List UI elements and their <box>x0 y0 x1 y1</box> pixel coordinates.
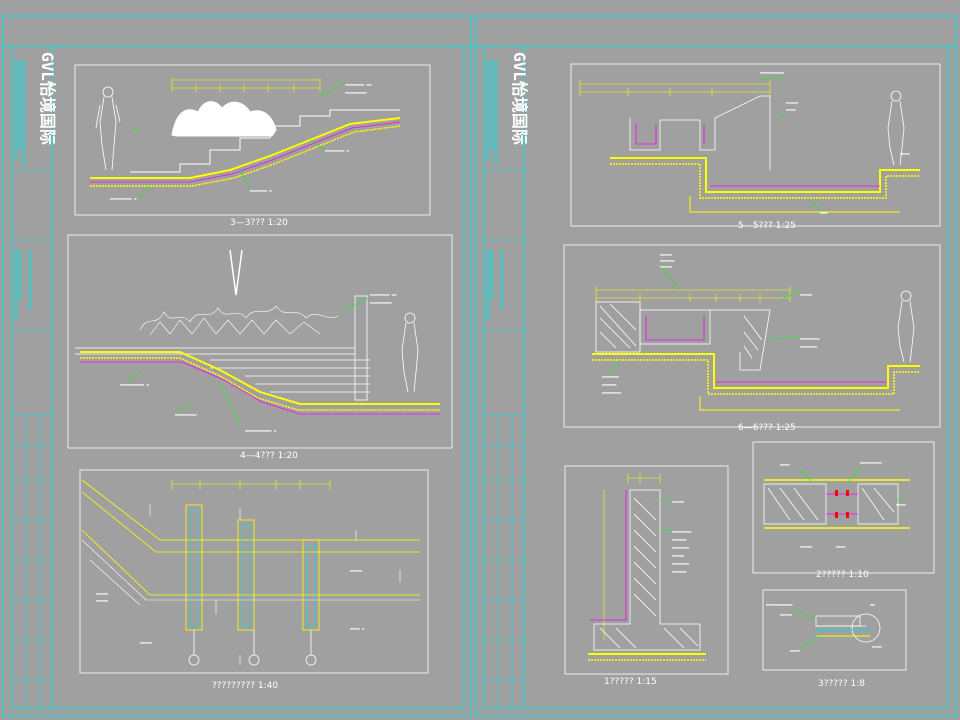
svg-text:▬▬▬▬▬: ▬▬▬▬▬ <box>96 591 109 596</box>
plan-view: ▬▬▬▬▬ ▬▬▬▬▬ ▬▬▬▬▬ ▬▬▬▬ ▬ ▬▬▬▬▬ ?????????… <box>79 469 429 691</box>
svg-text:▬▬▬▬▬: ▬▬▬▬▬ <box>800 292 813 297</box>
caption-3-3: 3—3??? 1:20 <box>230 218 288 228</box>
svg-text:▬▬: ▬▬ <box>870 602 875 607</box>
section-4-4: ▬▬▬▬▬▬▬▬ ▬▬ ▬▬▬▬▬▬▬▬▬ ▬▬▬▬▬▬▬▬▬▬ ▬ ▬▬▬▬▬… <box>67 234 453 461</box>
title-block-left: GVL怡境国际 <box>11 45 57 709</box>
svg-text:▬▬▬▬▬: ▬▬▬▬▬ <box>672 553 685 558</box>
svg-text:▬▬▬▬▬: ▬▬▬▬▬ <box>800 544 813 549</box>
svg-text:▬▬▬▬: ▬▬▬▬ <box>896 502 906 507</box>
detail-1: ▬▬▬▬▬ ▬▬▬▬▬▬▬▬ ▬▬▬▬▬▬ ▬▬▬▬▬▬▬ ▬▬▬▬▬ ▬▬▬▬… <box>564 465 729 687</box>
title-block-right: GVL怡境国际 <box>483 45 529 709</box>
section-3-3: ▬▬▬▬▬▬▬▬ ▬▬ ▬▬▬▬▬▬▬▬▬ ▬▬▬▬▬▬▬▬ ▬ ▬▬▬▬▬▬▬… <box>74 64 431 228</box>
svg-text:▬▬▬▬▬▬: ▬▬▬▬▬▬ <box>672 569 687 574</box>
section-5-5: ▬▬▬▬▬▬▬▬▬▬ ▬▬▬▬▬ ▬▬▬▬ ▬▬▬ ▬▬▬▬ 5—5??? 1:… <box>570 63 941 231</box>
logo-left: GVL怡境国际 <box>38 52 57 145</box>
svg-text:▬▬▬▬▬▬▬: ▬▬▬▬▬▬▬ <box>800 344 817 349</box>
svg-text:▬▬▬▬▬: ▬▬▬▬▬ <box>786 100 799 105</box>
svg-text:▬▬▬: ▬▬▬ <box>820 210 828 215</box>
svg-text:▬▬▬▬▬: ▬▬▬▬▬ <box>140 640 153 645</box>
caption-plan: ????????? 1:40 <box>212 681 278 691</box>
caption-detail-2: 2????? 1:10 <box>816 570 869 580</box>
svg-text:▬▬▬▬: ▬▬▬▬ <box>872 644 882 649</box>
svg-text:▬▬▬▬▬▬▬▬▬▬▬: ▬▬▬▬▬▬▬▬▬▬▬ <box>766 602 793 607</box>
sheet-frames <box>2 15 957 717</box>
svg-text:▬▬▬▬▬: ▬▬▬▬▬ <box>350 568 363 573</box>
caption-5-5: 5—5??? 1:25 <box>738 221 796 231</box>
svg-text:▬▬▬▬▬▬▬▬▬: ▬▬▬▬▬▬▬▬▬ <box>860 460 882 465</box>
svg-text:▬▬▬▬▬▬: ▬▬▬▬▬▬ <box>660 258 675 263</box>
svg-text:▬▬▬▬▬: ▬▬▬▬▬ <box>96 598 109 603</box>
logo-right: GVL怡境国际 <box>510 52 529 145</box>
svg-text:▬▬▬▬▬▬▬▬▬ ▬: ▬▬▬▬▬▬▬▬▬ ▬ <box>110 196 137 201</box>
svg-text:▬▬▬▬▬▬▬▬▬▬ ▬: ▬▬▬▬▬▬▬▬▬▬ ▬ <box>120 382 149 387</box>
svg-text:▬▬▬▬▬▬▬: ▬▬▬▬▬▬▬ <box>672 561 689 566</box>
svg-text:▬▬▬▬▬▬▬: ▬▬▬▬▬▬▬ <box>602 374 619 379</box>
svg-text:▬▬▬▬▬▬▬▬▬: ▬▬▬▬▬▬▬▬▬ <box>345 90 367 95</box>
svg-text:▬▬▬▬▬▬▬▬▬▬: ▬▬▬▬▬▬▬▬▬▬ <box>760 70 785 75</box>
svg-text:▬▬▬▬ ▬: ▬▬▬▬ ▬ <box>350 626 365 631</box>
svg-text:▬▬▬▬▬▬▬▬: ▬▬▬▬▬▬▬▬ <box>672 529 692 534</box>
svg-text:▬▬▬▬▬▬▬▬▬: ▬▬▬▬▬▬▬▬▬ <box>370 300 392 305</box>
section-6-6: ▬▬▬▬▬ ▬▬▬▬▬▬ ▬▬▬▬▬ ▬▬▬▬▬ ▬▬▬▬▬▬▬▬ ▬▬▬▬▬▬… <box>563 244 941 433</box>
caption-4-4: 4—4??? 1:20 <box>240 451 298 461</box>
svg-text:▬▬▬▬▬: ▬▬▬▬▬ <box>660 252 673 257</box>
caption-6-6: 6—6??? 1:25 <box>738 423 796 433</box>
svg-text:▬▬▬▬: ▬▬▬▬ <box>836 544 846 549</box>
svg-text:▬▬▬▬▬: ▬▬▬▬▬ <box>672 499 685 504</box>
svg-text:▬▬▬▬▬▬▬▬▬▬▬ ▬: ▬▬▬▬▬▬▬▬▬▬▬ ▬ <box>245 428 277 433</box>
svg-text:▬▬▬▬▬▬▬▬ ▬: ▬▬▬▬▬▬▬▬ ▬ <box>325 148 350 153</box>
detail-3: ▬▬▬▬▬▬▬▬▬▬▬ ▬▬▬▬▬ ▬▬▬▬ ▬▬ ▬▬▬▬ 3????? 1:… <box>762 589 907 689</box>
svg-text:▬▬▬▬▬▬▬ ▬: ▬▬▬▬▬▬▬ ▬ <box>250 188 272 193</box>
svg-text:▬▬▬▬▬▬▬▬ ▬▬: ▬▬▬▬▬▬▬▬ ▬▬ <box>370 292 397 297</box>
svg-text:▬▬▬▬▬▬: ▬▬▬▬▬▬ <box>672 537 687 542</box>
svg-text:▬▬▬▬: ▬▬▬▬ <box>786 107 796 112</box>
svg-text:▬▬▬▬▬: ▬▬▬▬▬ <box>780 612 793 617</box>
svg-text:▬▬▬▬▬▬▬: ▬▬▬▬▬▬▬ <box>672 545 689 550</box>
svg-text:▬▬▬▬: ▬▬▬▬ <box>790 648 800 653</box>
svg-text:▬▬▬▬▬▬▬▬▬: ▬▬▬▬▬▬▬▬▬ <box>175 412 197 417</box>
detail-2: ▬▬▬▬ ▬▬▬▬▬▬▬▬▬ ▬▬▬▬ ▬▬▬▬▬ ▬▬▬▬ 2????? 1:… <box>752 441 935 580</box>
svg-text:▬▬▬▬: ▬▬▬▬ <box>900 151 910 156</box>
svg-text:▬▬▬▬▬▬▬▬: ▬▬▬▬▬▬▬▬ <box>800 336 820 341</box>
svg-text:▬▬▬▬▬▬: ▬▬▬▬▬▬ <box>602 382 617 387</box>
svg-text:▬▬▬▬▬: ▬▬▬▬▬ <box>660 264 673 269</box>
svg-text:▬▬▬▬▬▬▬▬ ▬▬: ▬▬▬▬▬▬▬▬ ▬▬ <box>345 82 372 87</box>
svg-text:▬▬▬▬: ▬▬▬▬ <box>780 462 790 467</box>
caption-detail-1: 1????? 1:15 <box>604 677 657 687</box>
caption-detail-3: 3????? 1:8 <box>818 679 865 689</box>
svg-text:▬▬▬▬▬▬▬▬: ▬▬▬▬▬▬▬▬ <box>602 390 622 395</box>
